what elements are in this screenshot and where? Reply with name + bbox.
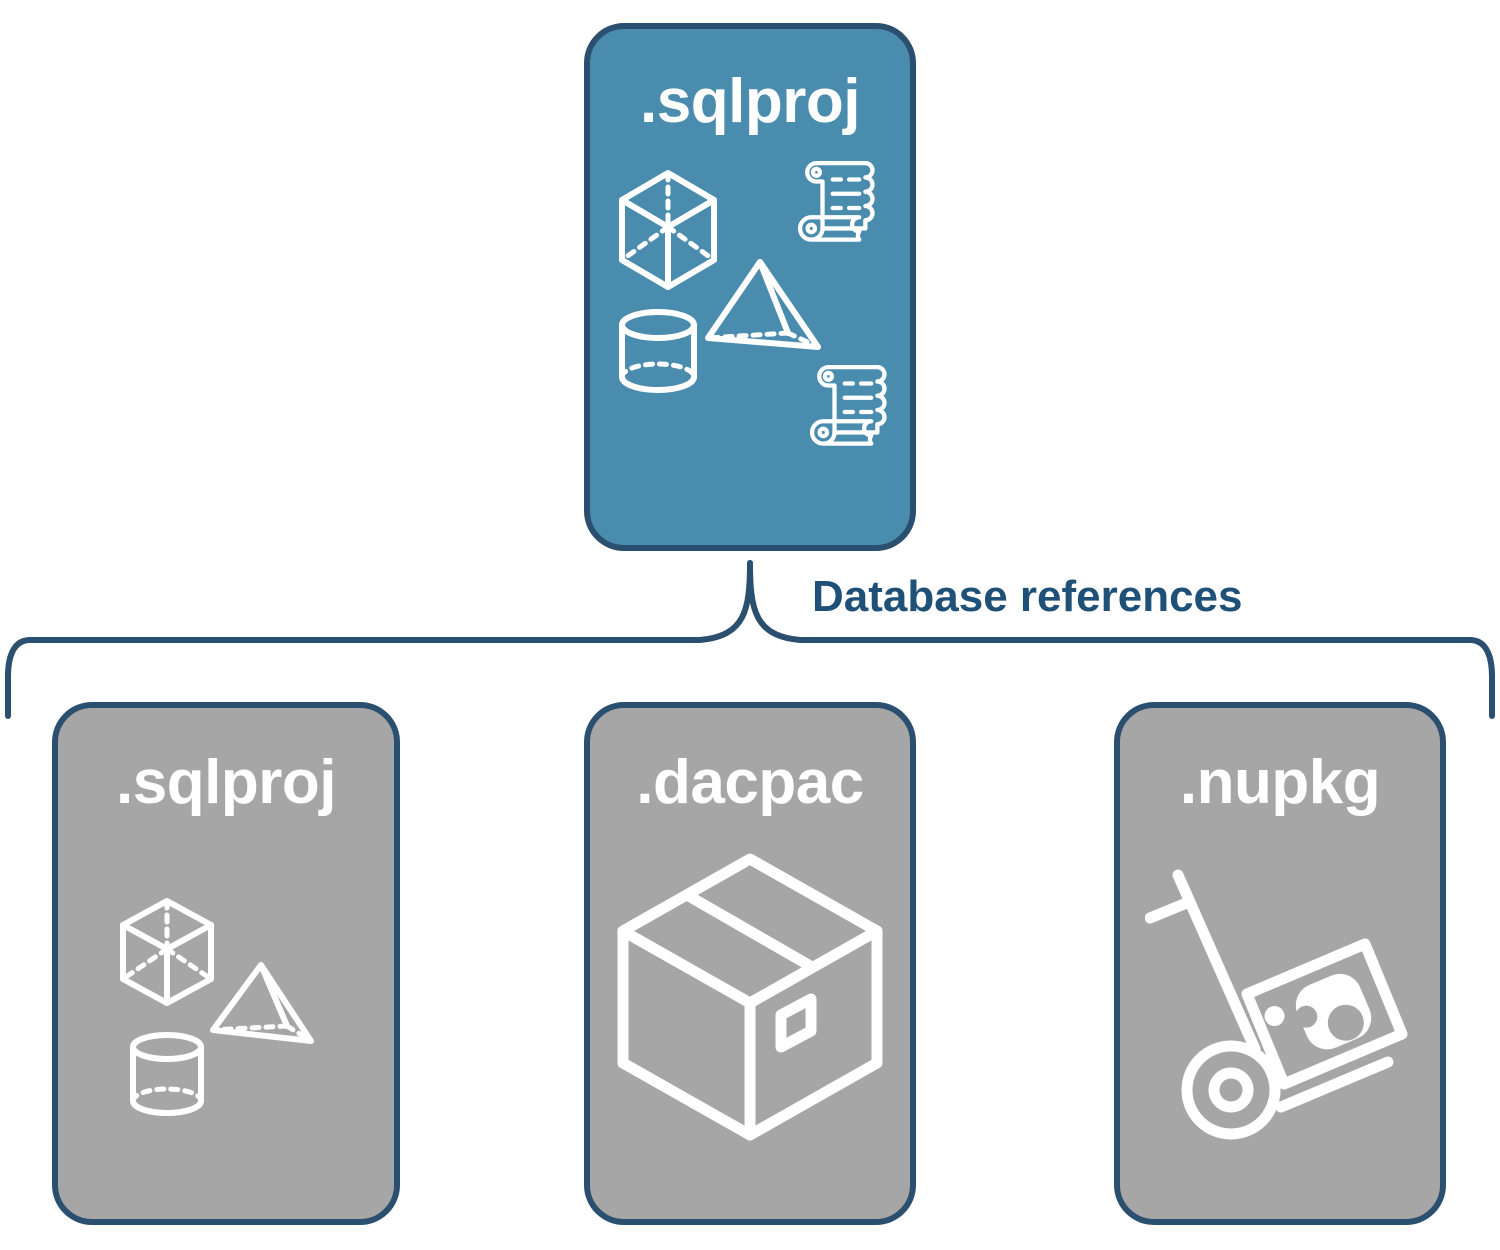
scroll-icon (810, 365, 887, 446)
leaf-card-nupkg[interactable]: .nupkg (1114, 702, 1446, 1225)
scroll-icon (798, 161, 875, 242)
leaf-card-artwork-nupkg (1120, 814, 1440, 1219)
leaf-card-artwork-sqlproj (58, 814, 394, 1219)
hand-truck-icon (1145, 869, 1408, 1139)
nuget-glyph-cutouts (1295, 1004, 1364, 1041)
cylinder-icon (619, 309, 697, 393)
root-card-label: .sqlproj (640, 67, 860, 136)
leaf-card-sqlproj[interactable]: .sqlproj (52, 702, 400, 1225)
sqlproj-shapes-group (120, 897, 314, 1116)
package-box-icon (617, 853, 883, 1140)
leaf-card-label-sqlproj: .sqlproj (116, 748, 336, 817)
cylinder-icon (130, 1031, 204, 1116)
leaf-card-label-dacpac: .dacpac (636, 748, 864, 817)
leaf-card-dacpac[interactable]: .dacpac (584, 702, 916, 1225)
root-card-artwork (590, 133, 910, 545)
sqlproj-shapes-group (619, 161, 887, 446)
pyramid-icon (705, 259, 821, 350)
cube-icon (120, 897, 214, 1006)
brace-label: Database references (812, 572, 1243, 621)
root-card-sqlproj[interactable]: .sqlproj (584, 23, 916, 551)
leaf-card-artwork-dacpac (590, 814, 910, 1219)
leaf-card-label-nupkg: .nupkg (1179, 748, 1381, 817)
pyramid-icon (210, 961, 314, 1044)
cube-icon (619, 170, 717, 290)
